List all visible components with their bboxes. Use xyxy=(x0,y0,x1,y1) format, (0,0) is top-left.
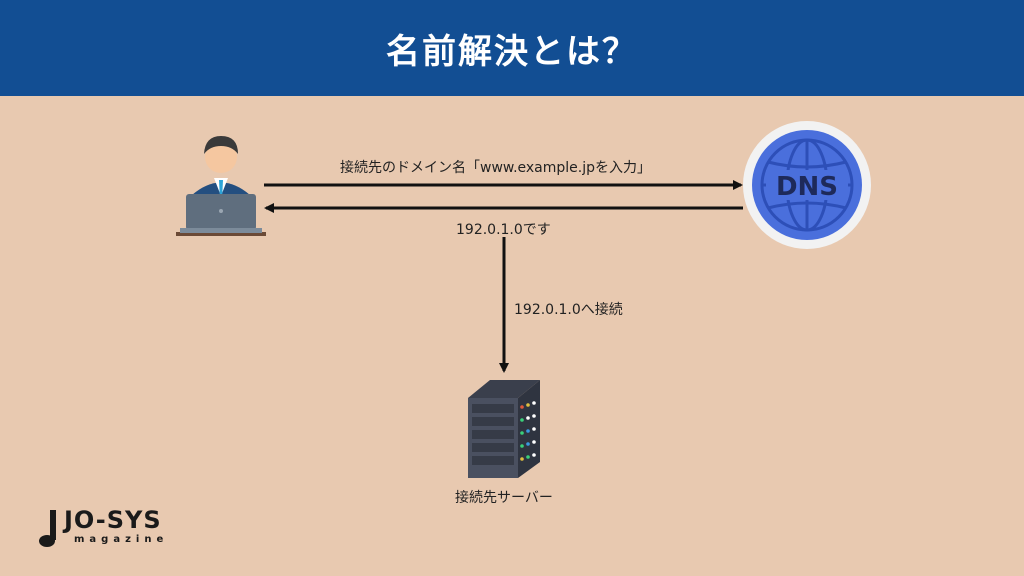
logo-wordmark: JO-SYS xyxy=(64,506,162,534)
logo-note-icon xyxy=(39,510,56,547)
logo-subtitle: magazine xyxy=(74,534,169,545)
dns-globe-icon xyxy=(743,121,871,249)
request-label: 接続先のドメイン名「www.example.jpを入力」 xyxy=(340,160,652,176)
dns-label: DNS xyxy=(776,172,838,202)
server-label: 接続先サーバー xyxy=(455,490,553,506)
title-banner: 名前解決とは？ xyxy=(0,0,1024,96)
page-title: 名前解決とは？ xyxy=(386,31,638,72)
site-logo: JO-SYS magazine xyxy=(38,506,178,552)
server-rack-icon xyxy=(468,380,540,478)
user-laptop-icon xyxy=(176,136,266,236)
connect-label: 192.0.1.0へ接続 xyxy=(514,302,623,318)
response-label: 192.0.1.0です xyxy=(456,222,551,238)
